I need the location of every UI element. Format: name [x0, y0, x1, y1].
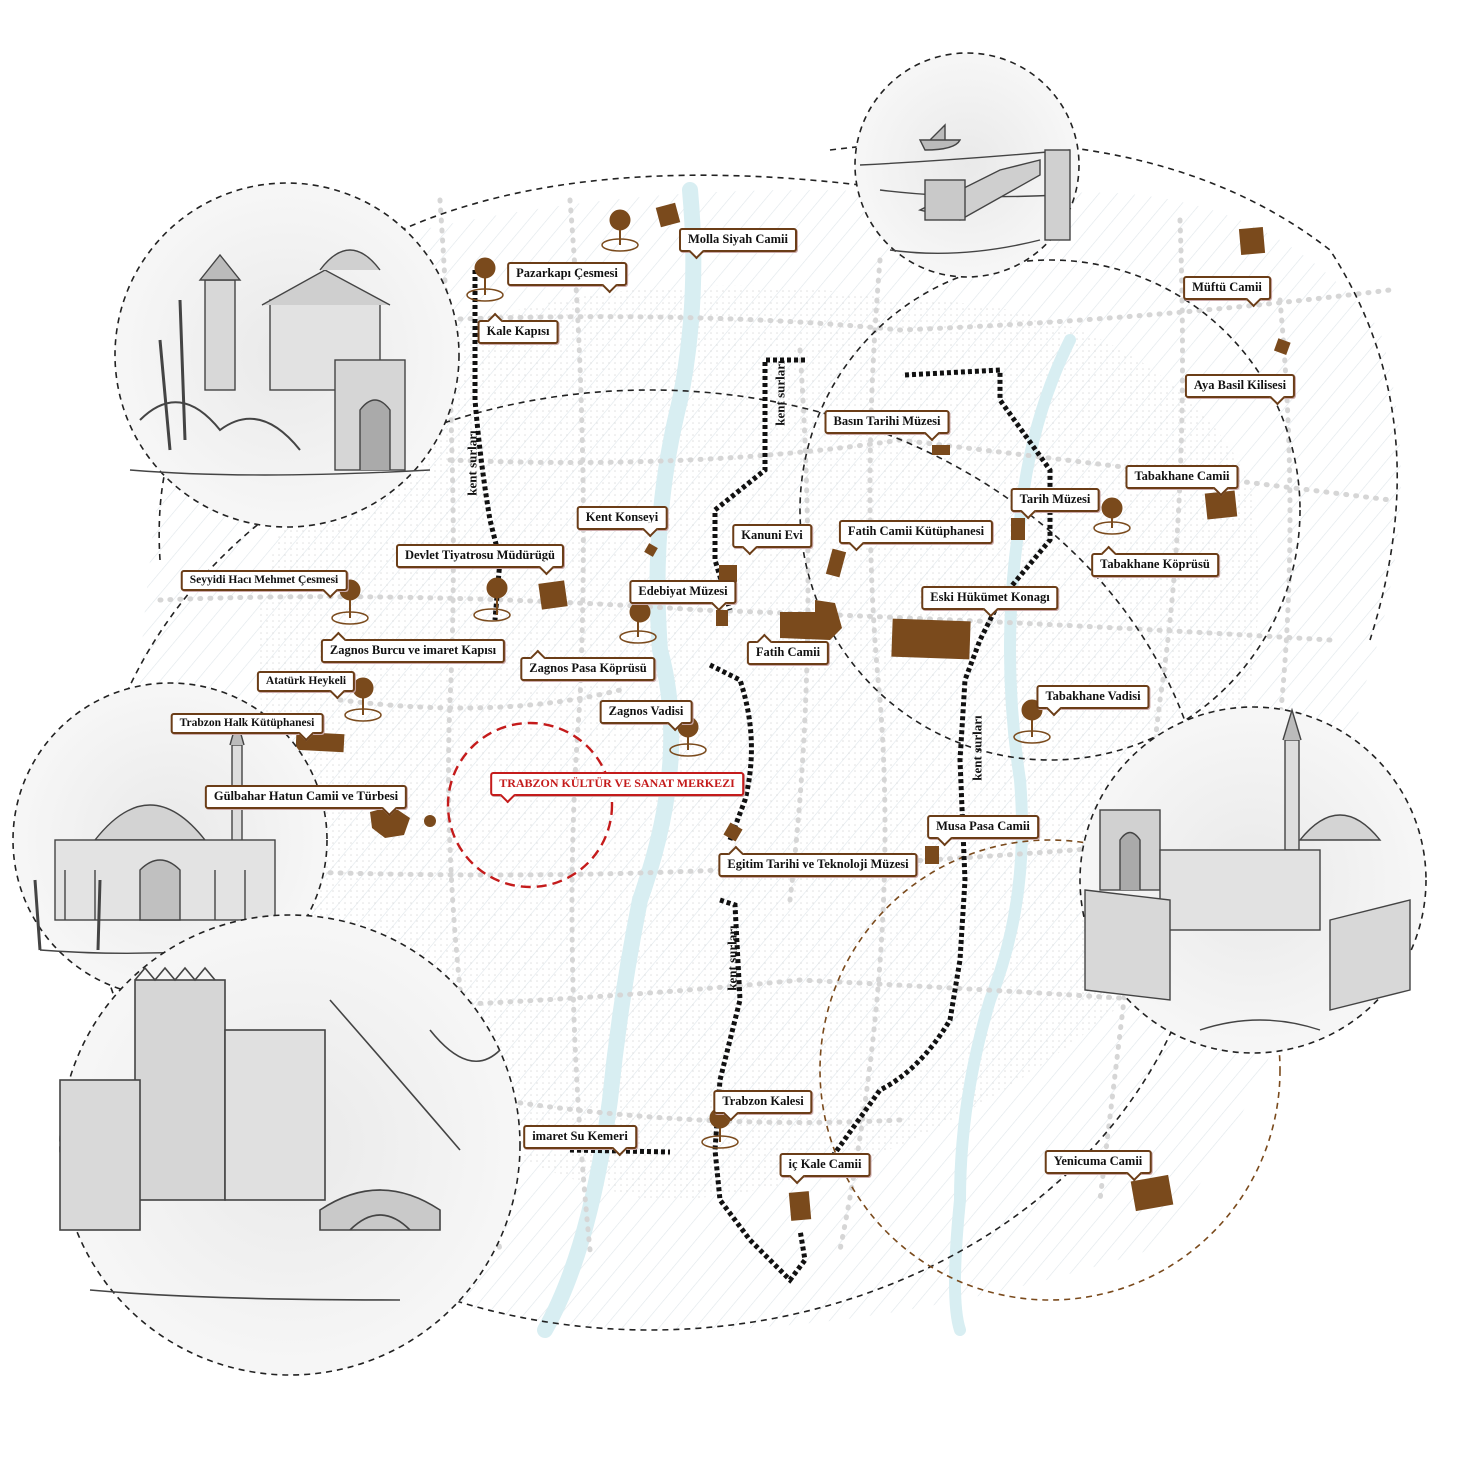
- label-yenicuma-camii[interactable]: Yenicuma Camii: [1044, 1150, 1152, 1174]
- bazaar-sketch-illustration: [1079, 706, 1427, 1054]
- label-devlet-tiyatrosu[interactable]: Devlet Tiyatrosu Müdürügü: [395, 544, 565, 568]
- historic-zone-ring: [819, 839, 1281, 1301]
- castle-sketch-illustration: [59, 914, 521, 1376]
- label-egitim-tarihi-muzesi[interactable]: Egitim Tarihi ve Teknoloji Müzesi: [718, 853, 918, 877]
- church-sketch-illustration: [114, 182, 460, 528]
- label-trabzon-halk-kutuphanesi[interactable]: Trabzon Halk Kütüphanesi: [170, 713, 324, 734]
- label-basin-tarihi-muzesi[interactable]: Basın Tarihi Müzesi: [824, 410, 950, 434]
- harbor-sketch-illustration: [854, 52, 1080, 278]
- label-fatih-camii-kutuphanesi[interactable]: Fatih Camii Kütüphanesi: [838, 520, 994, 544]
- pin-icon[interactable]: [466, 257, 504, 302]
- pin-icon[interactable]: [1093, 497, 1131, 535]
- label-gulbahar-hatun-camii[interactable]: Gülbahar Hatun Camii ve Türbesi: [204, 785, 408, 809]
- label-ataturk-heykeli[interactable]: Atatürk Heykeli: [256, 671, 356, 692]
- label-musa-pasa-camii[interactable]: Musa Pasa Camii: [927, 815, 1039, 839]
- label-tarih-muzesi[interactable]: Tarih Müzesi: [1010, 488, 1100, 512]
- building-footprints: [295, 202, 1291, 1221]
- label-kale-kapisi[interactable]: Kale Kapısı: [477, 320, 559, 344]
- label-fatih-camii[interactable]: Fatih Camii: [746, 641, 830, 665]
- label-edebiyat-muzesi[interactable]: Edebiyat Müzesi: [629, 580, 737, 604]
- city-wall-label: kent surları: [772, 360, 788, 426]
- label-zagnos-burcu[interactable]: Zagnos Burcu ve imaret Kapısı: [320, 639, 506, 663]
- label-muftu-camii[interactable]: Müftü Camii: [1183, 276, 1271, 300]
- center-focus-ring: [446, 721, 614, 889]
- sketch-vignettes: [12, 52, 1427, 1376]
- label-trabzon-kultur-sanat-merkezi[interactable]: TRABZON KÜLTÜR VE SANAT MERKEZI: [490, 772, 744, 796]
- label-tabakhane-camii[interactable]: Tabakhane Camii: [1125, 465, 1239, 489]
- pin-icon[interactable]: [601, 209, 639, 252]
- city-wall-label: kent surları: [724, 925, 740, 991]
- label-kent-konseyi[interactable]: Kent Konseyi: [576, 506, 668, 530]
- city-wall-label: kent surları: [969, 715, 985, 781]
- pin-icon[interactable]: [473, 577, 511, 622]
- label-seyyidi-haci-mehmet-cesmesi[interactable]: Seyyidi Hacı Mehmet Çesmesi: [180, 570, 348, 591]
- label-zagnos-vadisi[interactable]: Zagnos Vadisi: [599, 700, 693, 724]
- label-eski-hukumet-konagi[interactable]: Eski Hükümet Konagı: [921, 586, 1059, 610]
- label-imaret-su-kemeri[interactable]: imaret Su Kemeri: [523, 1125, 637, 1149]
- label-trabzon-kalesi[interactable]: Trabzon Kalesi: [713, 1090, 813, 1114]
- label-pazarkapi-cesmesi[interactable]: Pazarkapı Çesmesi: [507, 262, 627, 286]
- label-aya-basil-kilisesi[interactable]: Aya Basil Kilisesi: [1184, 374, 1296, 398]
- mosque-sketch-illustration: [12, 682, 328, 998]
- city-wall-label: kent surları: [464, 430, 480, 496]
- label-molla-siyah-camii[interactable]: Molla Siyah Camii: [678, 228, 798, 252]
- label-zagnos-pasa-koprusu[interactable]: Zagnos Pasa Köprüsü: [520, 657, 656, 681]
- label-tabakhane-koprusu[interactable]: Tabakhane Köprüsü: [1091, 553, 1219, 577]
- pin-icon[interactable]: [619, 601, 657, 644]
- label-ic-kale-camii[interactable]: iç Kale Camii: [779, 1153, 871, 1177]
- label-tabakhane-vadisi[interactable]: Tabakhane Vadisi: [1036, 685, 1150, 709]
- label-kanuni-evi[interactable]: Kanuni Evi: [732, 524, 812, 548]
